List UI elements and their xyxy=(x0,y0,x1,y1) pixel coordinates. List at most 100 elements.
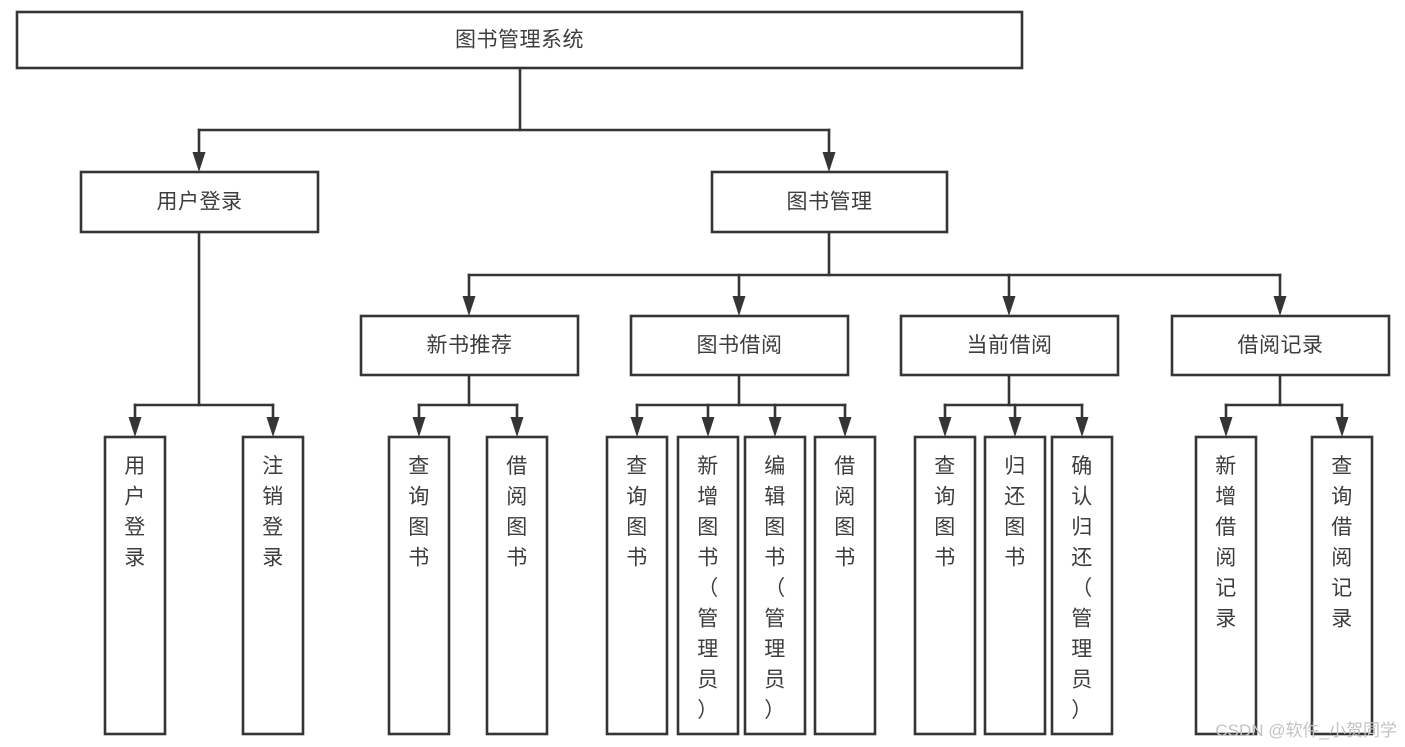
node-label-char: （ xyxy=(697,577,719,600)
node-label-char: （ xyxy=(1071,577,1093,600)
node-box[interactable] xyxy=(15,10,1024,70)
connector-newbook-to-leaves xyxy=(412,373,524,437)
node-label-char: 录 xyxy=(1215,608,1237,631)
node-label-char: 理 xyxy=(697,638,719,661)
node-label-char: 员 xyxy=(697,669,719,692)
node-box[interactable] xyxy=(605,435,669,736)
node-level3-当前借阅[interactable]: 当前借阅 xyxy=(899,314,1120,377)
arrow-head-icon xyxy=(192,152,206,172)
connector-root-to-level2 xyxy=(192,66,836,172)
node-label-char: 询 xyxy=(1331,486,1353,509)
node-label-char: ） xyxy=(1071,699,1093,722)
node-box[interactable] xyxy=(899,314,1120,377)
node-box[interactable] xyxy=(1170,314,1391,377)
node-box[interactable] xyxy=(1194,435,1258,736)
node-box[interactable] xyxy=(629,314,850,377)
node-level2-用户登录[interactable]: 用户登录 xyxy=(79,170,320,234)
connector-record-to-leaves xyxy=(1219,373,1349,437)
node-box[interactable] xyxy=(1050,435,1114,736)
node-box[interactable] xyxy=(743,435,807,736)
node-label-char: 增 xyxy=(697,486,719,509)
node-box[interactable] xyxy=(79,170,320,234)
arrow-head-icon xyxy=(1008,417,1022,437)
arrow-head-icon xyxy=(1075,417,1089,437)
node-label-char: 认 xyxy=(1071,486,1093,509)
node-label-char: 借 xyxy=(1331,516,1353,539)
node-label-char: 阅 xyxy=(1331,547,1353,570)
node-label-char: 还 xyxy=(1071,547,1093,570)
node-label-char: 借 xyxy=(1215,516,1237,539)
node-label-char: 书 xyxy=(506,547,528,570)
node-label-char: （ xyxy=(764,577,786,600)
node-label-char: 记 xyxy=(1331,577,1353,600)
node-label-char: 图 xyxy=(834,516,856,539)
node-box[interactable] xyxy=(241,435,305,736)
node-box[interactable] xyxy=(983,435,1047,736)
node-label-char: 书 xyxy=(764,547,786,570)
node-label-char: 查 xyxy=(626,455,648,478)
node-label-char: 记 xyxy=(1215,577,1237,600)
arrow-head-icon xyxy=(128,417,142,437)
node-label-char: 管 xyxy=(1071,608,1093,631)
node-label-char: 员 xyxy=(764,669,786,692)
node-leaf-用户登录[interactable]: 用户登录 xyxy=(103,435,167,736)
node-level2-图书管理[interactable]: 图书管理 xyxy=(710,170,949,234)
node-label: 图书借阅 xyxy=(697,334,783,357)
arrow-head-icon xyxy=(266,417,280,437)
node-box[interactable] xyxy=(359,314,580,377)
node-box[interactable] xyxy=(103,435,167,736)
arrow-head-icon xyxy=(630,417,644,437)
node-label-char: ） xyxy=(764,699,786,722)
node-label: 当前借阅 xyxy=(967,334,1053,357)
node-label: 图书管理系统 xyxy=(455,29,584,52)
node-label-char: 查 xyxy=(408,455,430,478)
arrow-head-icon xyxy=(462,296,476,316)
node-label-char: 归 xyxy=(1071,516,1093,539)
node-box[interactable] xyxy=(387,435,451,736)
node-box[interactable] xyxy=(485,435,549,736)
node-box[interactable] xyxy=(813,435,877,736)
node-label-char: 查 xyxy=(934,455,956,478)
node-label-char: 注 xyxy=(262,455,284,478)
node-box[interactable] xyxy=(913,435,977,736)
node-label-char: 录 xyxy=(1331,608,1353,631)
node-label: 图书管理 xyxy=(787,191,873,214)
node-label-char: 图 xyxy=(934,516,956,539)
node-level3-图书借阅[interactable]: 图书借阅 xyxy=(629,314,850,377)
connector-current-to-leaves xyxy=(938,373,1089,437)
arrow-head-icon xyxy=(1273,296,1287,316)
node-label-char: 用 xyxy=(124,455,146,478)
node-level3-新书推荐[interactable]: 新书推荐 xyxy=(359,314,580,377)
arrow-head-icon xyxy=(938,417,952,437)
node-label-char: 归 xyxy=(1004,455,1026,478)
node-box[interactable] xyxy=(676,435,740,736)
arrow-head-icon xyxy=(701,417,715,437)
node-box[interactable] xyxy=(710,170,949,234)
node-label-char: 辑 xyxy=(764,486,786,509)
node-label-char: 户 xyxy=(124,486,146,509)
arrow-head-icon xyxy=(1335,417,1349,437)
node-label-char: 理 xyxy=(764,638,786,661)
connector-userlogin-to-leaves xyxy=(128,230,280,437)
node-level3-借阅记录[interactable]: 借阅记录 xyxy=(1170,314,1391,377)
node-box[interactable] xyxy=(1310,435,1374,736)
node-label-char: 理 xyxy=(1071,638,1093,661)
node-root-图书管理系统[interactable]: 图书管理系统 xyxy=(15,10,1024,70)
node-label-char: 录 xyxy=(124,547,146,570)
node-label-char: 借 xyxy=(834,455,856,478)
arrow-head-icon xyxy=(412,417,426,437)
node-label-char: 书 xyxy=(408,547,430,570)
